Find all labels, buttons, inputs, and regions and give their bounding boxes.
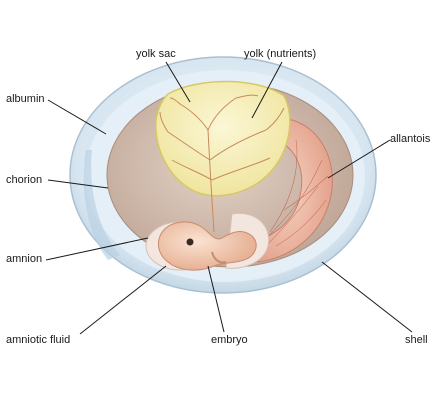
embryo-body — [157, 221, 257, 271]
label-chorion: chorion — [6, 174, 43, 186]
label-shell: shell — [405, 334, 428, 346]
leader-yolk-sac — [165, 61, 191, 103]
label-yolk-sac: yolk sac — [136, 48, 176, 60]
label-allantois: allantois — [390, 133, 431, 145]
leader-embryo — [207, 265, 225, 333]
yolk-blood-vessels — [159, 94, 285, 233]
leader-chorion — [47, 179, 109, 189]
albumin-highlight — [83, 150, 120, 260]
embryo-eye — [186, 238, 194, 246]
embryo-limb — [211, 251, 227, 264]
label-amnion: amnion — [6, 253, 43, 265]
leader-shell — [321, 261, 413, 333]
leader-albumin — [47, 99, 107, 135]
label-embryo: embryo — [211, 334, 248, 346]
allantois-sac — [255, 117, 333, 263]
leader-lines — [45, 61, 413, 335]
leader-amniotic-fluid — [79, 265, 167, 335]
leader-amnion — [45, 237, 149, 261]
label-amniotic-fluid: amniotic fluid — [6, 334, 71, 346]
label-albumin: albumin — [6, 93, 45, 105]
leader-yolk-nutrients — [251, 61, 283, 119]
label-yolk-nutrients: yolk (nutrients) — [244, 48, 317, 60]
leader-allantois — [327, 139, 391, 179]
